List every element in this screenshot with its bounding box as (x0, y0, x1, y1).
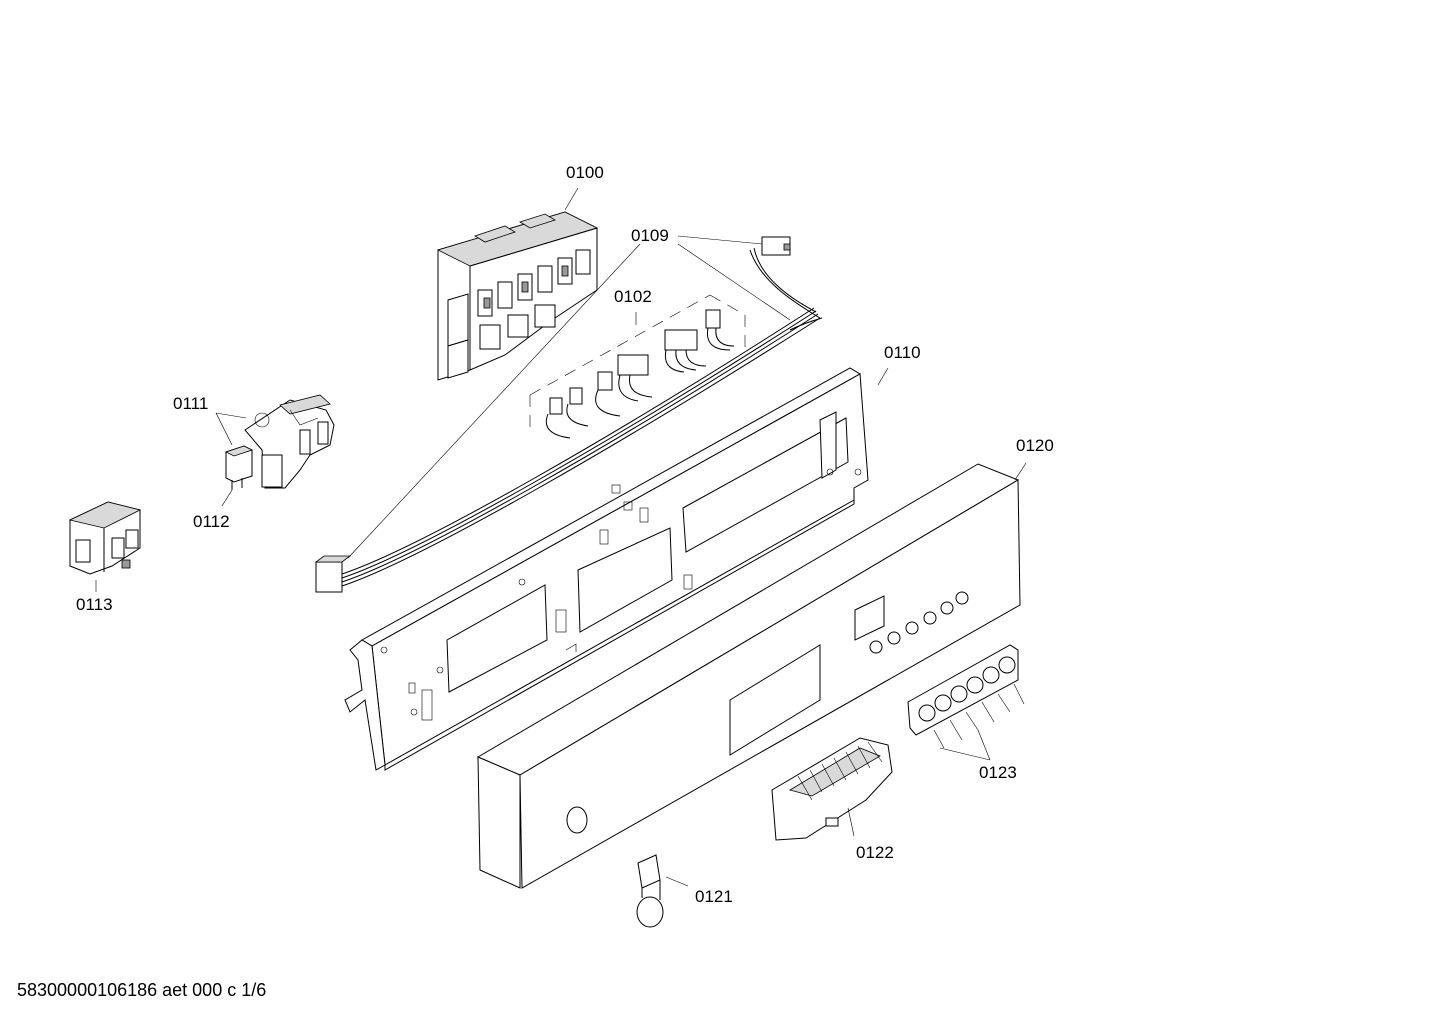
label-0111: 0111 (173, 394, 208, 413)
part-0113-terminal-block (68, 501, 142, 575)
label-0109: 0109 (631, 226, 669, 245)
label-0121: 0121 (695, 887, 733, 906)
drawing-number-footer: 58300000106186 aet 000 c 1/6 (17, 980, 267, 1000)
part-labels: 0100 0109 0102 0110 0111 0112 0113 0120 … (76, 163, 1054, 906)
label-0112: 0112 (193, 512, 230, 531)
part-0121-knob (636, 854, 664, 928)
label-0113: 0113 (76, 595, 113, 614)
part-0100-electronic-module (436, 211, 599, 381)
part-0110-support-frame (344, 367, 869, 771)
part-0112-suppressor (224, 445, 254, 490)
label-0122: 0122 (856, 843, 894, 862)
part-0122-lever-unit (771, 737, 893, 841)
label-0123: 0123 (979, 763, 1017, 782)
label-0100: 0100 (566, 163, 604, 182)
part-0102-connector-set (529, 294, 746, 439)
leader-lines (95, 187, 1027, 887)
label-0102: 0102 (614, 287, 652, 306)
part-0111-door-switch (244, 394, 335, 489)
part-0109-wiring-harness (314, 236, 823, 593)
label-0120: 0120 (1016, 436, 1054, 455)
part-0123-button-strip (907, 644, 1025, 749)
label-0110: 0110 (884, 343, 921, 362)
part-0120-fascia-panel (476, 463, 1021, 889)
